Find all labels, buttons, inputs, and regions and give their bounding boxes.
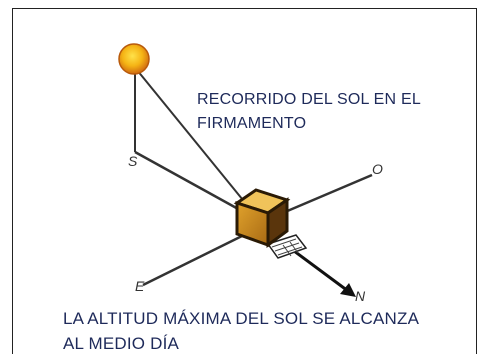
sun-ray-line <box>136 69 248 206</box>
north-arrow-head <box>340 283 356 297</box>
direction-east-label: E <box>135 278 145 294</box>
south-to-box-line <box>134 150 241 212</box>
sun-icon <box>118 43 150 75</box>
diagram-frame <box>12 8 477 354</box>
building-box-icon <box>233 188 291 248</box>
direction-north-label: N <box>355 288 366 304</box>
north-axis-line <box>289 246 349 293</box>
caption-line-1: LA ALTITUD MÁXIMA DEL SOL SE ALCANZA <box>63 309 420 328</box>
diagram-title: RECORRIDO DEL SOL EN EL FIRMAMENTO <box>197 88 421 136</box>
west-axis-line <box>284 173 373 214</box>
direction-south-label: S <box>128 153 138 169</box>
diagram-caption: LA ALTITUD MÁXIMA DEL SOL SE ALCANZA AL … <box>63 306 419 356</box>
caption-line-2: AL MEDIO DÍA <box>63 334 180 353</box>
title-line-1: RECORRIDO DEL SOL EN EL <box>197 91 421 108</box>
east-axis-line <box>142 234 243 287</box>
direction-west-label: O <box>372 161 383 177</box>
title-line-2: FIRMAMENTO <box>197 115 307 132</box>
